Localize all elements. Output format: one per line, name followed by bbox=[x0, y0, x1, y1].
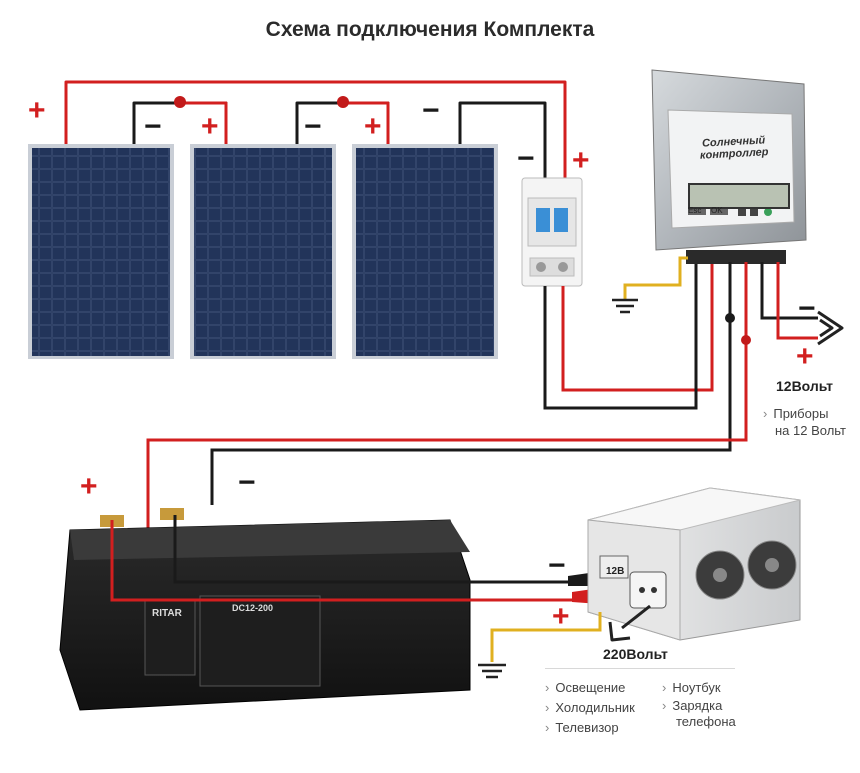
ac-devices-list-left: › Освещение › Холодильник › Телевизор bbox=[545, 678, 635, 738]
list-item: › Ноутбук bbox=[662, 678, 736, 698]
battery-inverter-wires bbox=[110, 515, 595, 602]
list-item: › Освещение bbox=[545, 678, 635, 698]
minus-sign: − bbox=[304, 110, 322, 143]
minus-sign: − bbox=[422, 94, 440, 127]
minus-sign: − bbox=[798, 292, 816, 325]
list-item-label: Холодильник bbox=[555, 700, 635, 715]
controller-display bbox=[688, 183, 790, 209]
junction-dot bbox=[725, 313, 735, 323]
minus-sign: − bbox=[238, 466, 256, 499]
minus-sign: − bbox=[144, 110, 162, 143]
inverter-label: 12В bbox=[606, 566, 625, 577]
list-item-label: Зарядка bbox=[672, 698, 723, 713]
divider bbox=[545, 668, 735, 669]
plus-sign: + bbox=[552, 600, 570, 633]
junction-dot bbox=[741, 335, 751, 345]
page-title: Схема подключения Комплекта bbox=[265, 18, 595, 41]
circuit-breaker bbox=[521, 177, 583, 287]
ac-devices-list-right: › Ноутбук › Зарядка телефона bbox=[662, 678, 736, 730]
solar-controller bbox=[651, 69, 807, 264]
list-item-continuation: телефона bbox=[676, 714, 736, 729]
plus-sign: + bbox=[572, 144, 590, 177]
controller-ok-label: OK bbox=[711, 206, 723, 215]
dc-output-arrow-icon bbox=[817, 310, 844, 346]
plus-sign: + bbox=[28, 94, 46, 127]
ground-icon bbox=[612, 298, 638, 314]
battery-model: DC12-200 bbox=[232, 603, 274, 613]
chevron-right-icon: › bbox=[545, 680, 550, 695]
solar-panel-1 bbox=[28, 144, 174, 359]
ac-voltage-label: 220Вольт bbox=[603, 646, 668, 662]
chevron-right-icon: › bbox=[662, 680, 667, 695]
ground-icon bbox=[478, 663, 506, 679]
minus-sign: − bbox=[517, 142, 535, 175]
controller-ground-wire bbox=[623, 256, 688, 300]
list-item: › Холодильник bbox=[545, 698, 635, 718]
plus-sign: + bbox=[201, 110, 219, 143]
inverter bbox=[587, 487, 801, 641]
list-item-label: Освещение bbox=[555, 680, 626, 695]
chevron-right-icon: › bbox=[763, 406, 768, 421]
dc-devices-label: › Приборы на 12 Вольт bbox=[763, 405, 846, 439]
breaker-controller-wires bbox=[543, 262, 714, 410]
controller-esc-label: Esc bbox=[688, 206, 702, 215]
solar-panel-2 bbox=[190, 144, 336, 359]
chevron-right-icon: › bbox=[545, 700, 550, 715]
battery bbox=[59, 508, 471, 711]
junction-dot bbox=[174, 96, 186, 108]
plus-sign: + bbox=[80, 470, 98, 503]
plus-sign: + bbox=[796, 340, 814, 373]
list-item-label: Телевизор bbox=[555, 720, 619, 735]
chevron-right-icon: › bbox=[545, 720, 550, 735]
minus-sign: − bbox=[548, 549, 566, 582]
plus-sign: + bbox=[364, 110, 382, 143]
ac-output-arrow-icon bbox=[608, 604, 651, 642]
solar-panel-3 bbox=[352, 144, 498, 359]
battery-brand: RITAR bbox=[152, 608, 182, 619]
dc-voltage-label: 12Вольт bbox=[776, 378, 834, 394]
dc-devices-line1: Приборы bbox=[773, 406, 829, 421]
controller-output-wires bbox=[146, 262, 818, 585]
dc-devices-line2: на 12 Вольт bbox=[775, 423, 847, 438]
junction-dot bbox=[337, 96, 349, 108]
inverter-ground-wire bbox=[490, 612, 602, 662]
list-item-label: Ноутбук bbox=[672, 680, 721, 695]
chevron-right-icon: › bbox=[662, 698, 667, 713]
list-item: › Телевизор bbox=[545, 718, 635, 738]
list-item: › Зарядка bbox=[662, 698, 736, 714]
